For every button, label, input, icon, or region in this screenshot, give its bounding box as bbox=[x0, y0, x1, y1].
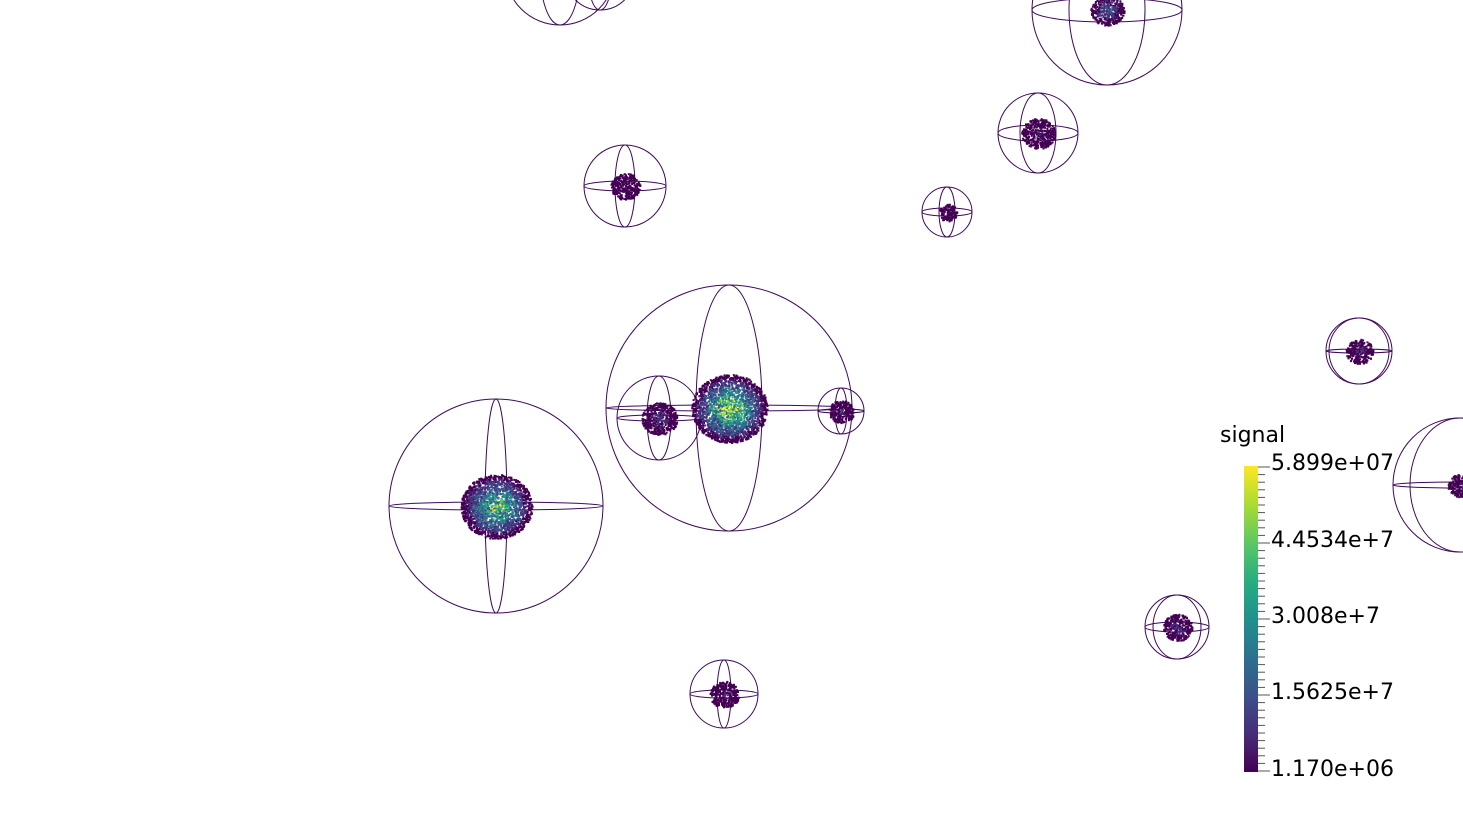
sphere-wireframe bbox=[1392, 417, 1463, 553]
sphere-wireframe bbox=[583, 144, 667, 228]
colorbar-tick-label: 3.008e+7 bbox=[1271, 604, 1380, 629]
signal-spot bbox=[691, 374, 769, 444]
colorbar-gradient bbox=[1244, 466, 1258, 772]
colorbar-max-label: 5.899e+07 bbox=[1271, 451, 1394, 476]
colorbar-min-label: 1.170e+06 bbox=[1271, 757, 1394, 782]
signal-spot bbox=[1021, 118, 1057, 150]
sphere-wireframe bbox=[605, 284, 853, 532]
signal-spot bbox=[939, 203, 959, 223]
signal-spot bbox=[610, 173, 642, 201]
colorbar-ticks bbox=[1258, 466, 1270, 772]
signal-spot bbox=[1163, 613, 1194, 642]
colorbar-title: signal bbox=[1220, 423, 1286, 448]
sphere-wireframe bbox=[574, 0, 626, 11]
signal-spot bbox=[460, 474, 534, 540]
signal-blobs bbox=[460, 0, 1463, 709]
signal-spot bbox=[828, 400, 855, 425]
sphere-wireframe bbox=[513, 0, 607, 26]
colorbar-tick-label: 1.5625e+7 bbox=[1271, 680, 1394, 705]
signal-spot bbox=[1345, 338, 1375, 365]
signal-spot bbox=[641, 402, 679, 436]
colorbar-tick-label: 4.4534e+7 bbox=[1271, 528, 1394, 553]
signal-spot bbox=[709, 680, 741, 709]
signal-spot bbox=[1447, 474, 1463, 499]
signal-spot bbox=[1090, 0, 1126, 27]
